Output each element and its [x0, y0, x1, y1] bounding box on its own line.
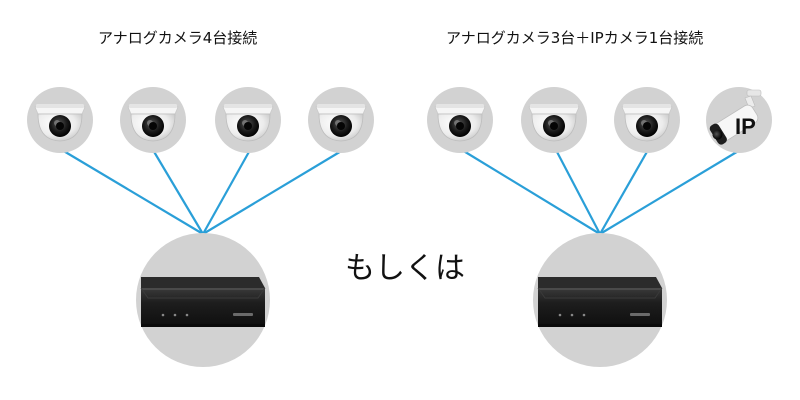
- dome-camera-icon: [214, 86, 282, 154]
- recorder-icon: [532, 232, 668, 368]
- dome-camera-icon: [613, 86, 681, 154]
- dome-camera-icon: [26, 86, 94, 154]
- right-setup-title: アナログカメラ3台＋IPカメラ1台接続: [446, 29, 704, 47]
- left-setup-title: アナログカメラ4台接続: [98, 29, 258, 47]
- dome-camera-icon: [119, 86, 187, 154]
- dome-camera-icon: [426, 86, 494, 154]
- bullet-camera-icon: IP: [706, 87, 772, 153]
- dome-camera-icon: [520, 86, 588, 154]
- right-cables: [461, 149, 741, 235]
- dome-camera-icon: [307, 86, 375, 154]
- or-label: もしくは: [345, 251, 465, 286]
- ip-camera-label: IP: [735, 114, 756, 139]
- left-cables: [61, 149, 344, 235]
- recorder-icon: [135, 232, 271, 368]
